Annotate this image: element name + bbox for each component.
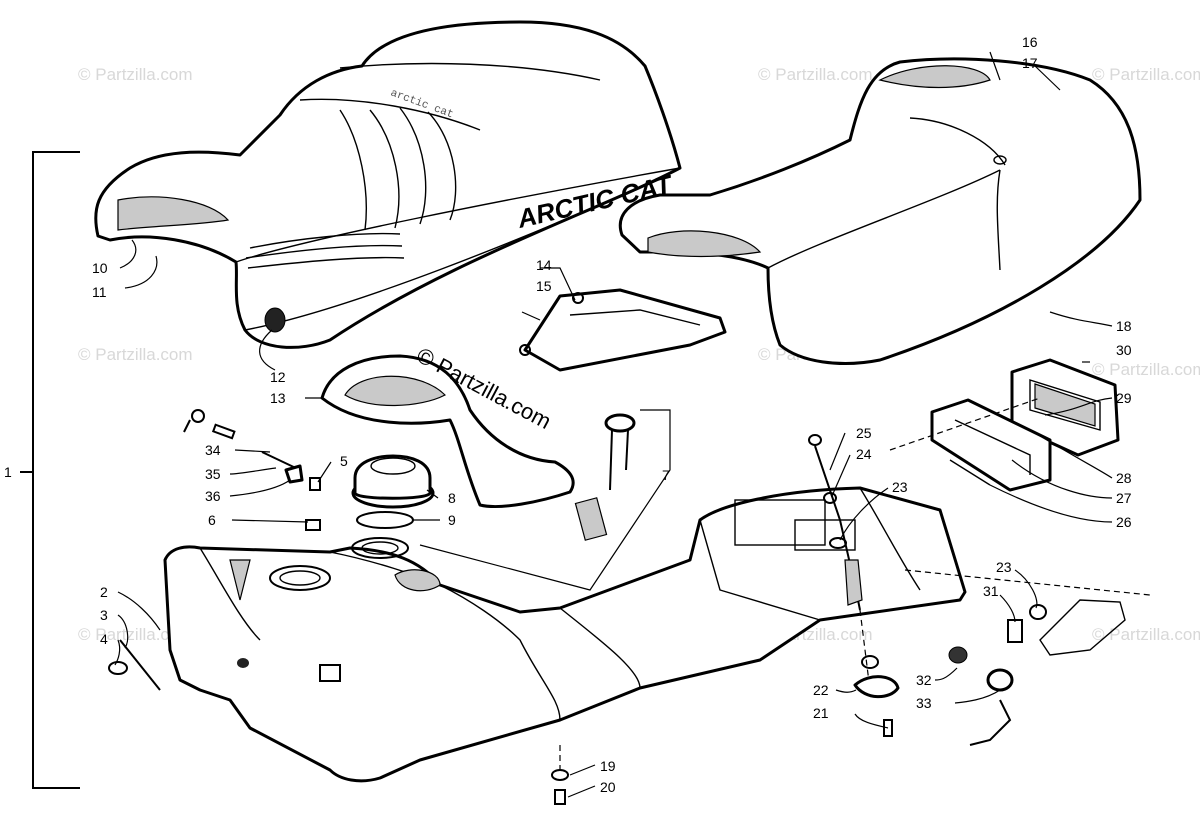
callout-1: 1 [4, 464, 12, 480]
hardware-bottom [551, 745, 569, 805]
hardware-left [108, 409, 321, 691]
callout-5: 5 [340, 453, 348, 469]
seat-right [618, 57, 1142, 365]
mount-bracket [519, 288, 727, 372]
taillight [889, 358, 1120, 492]
callout-28: 28 [1116, 470, 1132, 486]
callout-26: 26 [1116, 514, 1132, 530]
callout-15: 15 [536, 278, 552, 294]
callout-13: 13 [270, 390, 286, 406]
callout-10: 10 [92, 260, 108, 276]
callout-35: 35 [205, 466, 221, 482]
callout-4: 4 [100, 631, 108, 647]
callout-22: 22 [813, 682, 829, 698]
callout-19: 19 [600, 758, 616, 774]
seat-base [320, 354, 575, 509]
callout-32: 32 [916, 672, 932, 688]
watermark: © Partzilla.com [1092, 65, 1200, 84]
seat-bumper [264, 307, 286, 333]
callout-2: 2 [100, 584, 108, 600]
watermark: © Partzilla.com [758, 65, 873, 84]
callout-25: 25 [856, 425, 872, 441]
callout-16: 16 [1022, 34, 1038, 50]
callout-31: 31 [983, 583, 999, 599]
callout-23-a: 23 [892, 479, 908, 495]
callout-21: 21 [813, 705, 829, 721]
callout-11: 11 [92, 284, 107, 300]
callout-3: 3 [100, 607, 108, 623]
lever-assembly [808, 434, 900, 737]
callout-8: 8 [448, 490, 456, 506]
watermark: © Partzilla.com [78, 625, 193, 644]
callout-17: 17 [1022, 55, 1038, 71]
watermark: © Partzilla.com [78, 65, 193, 84]
leader-lines [114, 51, 1113, 798]
callout-6: 6 [208, 512, 216, 528]
watermark: © Partzilla.com [1092, 625, 1200, 644]
callout-36: 36 [205, 488, 221, 504]
callout-20: 20 [600, 779, 616, 795]
callout-23-b: 23 [996, 559, 1012, 575]
callout-7: 7 [662, 467, 670, 483]
callout-34: 34 [205, 442, 221, 458]
callout-30: 30 [1116, 342, 1132, 358]
callout-27: 27 [1116, 490, 1132, 506]
watermark: © Partzilla.com [1092, 360, 1200, 379]
callout-9: 9 [448, 512, 456, 528]
fuel-cap [351, 454, 435, 529]
callout-12: 12 [270, 369, 286, 385]
assembly-bracket [20, 151, 80, 789]
fuel-sender [419, 409, 671, 591]
callouts: 1 2 3 4 5 6 7 8 9 10 11 12 13 14 15 16 1… [4, 34, 1132, 795]
callout-14: 14 [536, 257, 552, 273]
callout-29: 29 [1116, 390, 1132, 406]
watermark: © Partzilla.com [78, 345, 193, 364]
fuel-tank [163, 486, 967, 783]
callout-18: 18 [1116, 318, 1132, 334]
callout-24: 24 [856, 446, 872, 462]
callout-33: 33 [916, 695, 932, 711]
